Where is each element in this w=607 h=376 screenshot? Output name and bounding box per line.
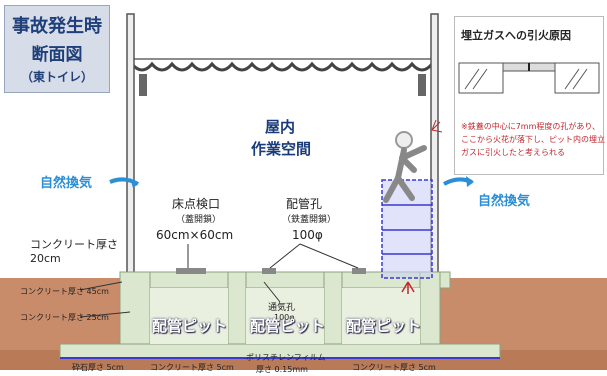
interior-label-1: 屋内 <box>264 118 295 136</box>
roof <box>130 58 434 72</box>
inset-note-1: ※鉄蓋の中心に7mm程度の孔があり、 <box>461 122 601 131</box>
inspection-port-size: 60cm×60cm <box>156 228 234 242</box>
interior-label-2: 作業空間 <box>250 140 311 158</box>
right-wall <box>430 13 439 277</box>
inspection-port-label: 床点検口 <box>172 197 221 211</box>
gravel-label: 砕石厚さ 5cm <box>72 363 124 372</box>
title-line-1: 事故発生時 <box>12 16 102 37</box>
scaffold <box>381 179 433 279</box>
pit-space-2 <box>246 288 324 344</box>
pit-label-2: 配管ピット <box>250 317 326 335</box>
inset-heading: 埋立ガスへの引火原因 <box>461 29 571 42</box>
vent-label-right: 自然換気 <box>478 194 531 209</box>
worker-figure <box>383 131 427 203</box>
beam-left <box>139 74 147 96</box>
concrete-45-label: コンクリート厚さ 45cm <box>20 287 109 296</box>
vent-arrow-right-head <box>466 176 474 187</box>
pit-label-3: 配管ピット <box>346 317 422 335</box>
inset-note-2: ここから火花が落下し、ピット内の埋立 <box>461 135 605 144</box>
film-label: ポリスチレンフィルム <box>246 353 326 362</box>
inspection-cover <box>176 268 206 274</box>
pipe-hole-status: （鉄蓋開鎖） <box>282 215 337 225</box>
title-box: 事故発生時 断面図 （東トイレ） <box>4 5 110 93</box>
concrete-5b-label: コンクリート厚さ 5cm <box>352 363 436 372</box>
inset-note-3: ガスに引火したと考えられる <box>461 148 565 157</box>
vent-hole-label: 通気孔 <box>268 303 296 313</box>
pit-space-3 <box>342 288 420 344</box>
leader-lines <box>79 243 359 318</box>
pipe-hole-size: 100φ <box>292 228 323 242</box>
inspection-port-status: （蓋開鎖） <box>176 215 222 225</box>
pipe-hole-label: 配管孔 <box>286 197 323 211</box>
pit-space-1 <box>150 288 228 344</box>
vent-hole-size: 100φ <box>274 313 295 322</box>
vent-arrow-left-head <box>130 178 138 188</box>
left-wall <box>126 13 135 277</box>
concrete-top-label: コンクリート厚さ <box>30 238 118 251</box>
title-line-3: （東トイレ） <box>20 70 93 84</box>
pipe-cover-1 <box>262 268 276 274</box>
vent-label-left: 自然換気 <box>40 176 93 191</box>
title-line-2: 断面図 <box>31 45 83 65</box>
spark-drop-icon <box>401 281 415 294</box>
concrete-25-label: コンクリート厚さ 25cm <box>20 313 109 322</box>
beam-right <box>418 74 426 96</box>
pit-label-1: 配管ピット <box>152 317 228 335</box>
pipe-cover-2 <box>352 268 366 274</box>
manhole-detail-drawing <box>458 62 600 94</box>
concrete-top-size: 20cm <box>30 252 61 265</box>
film-thickness-label: 厚さ 0.15mm <box>256 365 308 374</box>
spark-icon <box>431 119 443 133</box>
concrete-5a-label: コンクリート厚さ 5cm <box>150 363 234 372</box>
ignition-inset: 埋立ガスへの引火原因 ※鉄蓋の中心に7mm程度の孔があり、 ここから火花が落下し… <box>454 16 605 175</box>
